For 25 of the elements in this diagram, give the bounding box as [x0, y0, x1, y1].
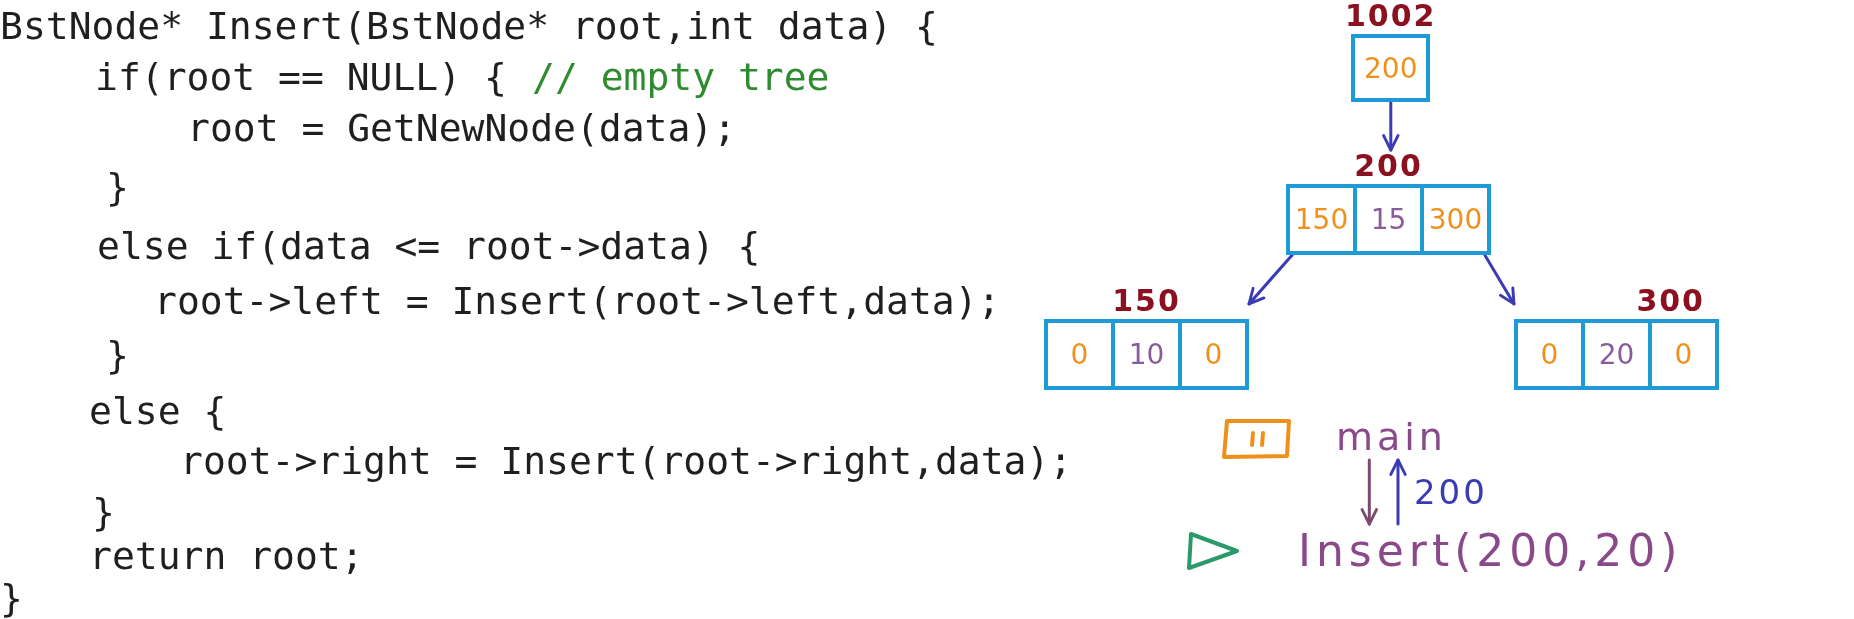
address-label: 150 — [1112, 285, 1181, 317]
code-line: root->left = Insert(root->left,data); — [154, 280, 1001, 322]
code-line: else { — [89, 390, 227, 432]
code-line: else if(data <= root->data) { — [97, 225, 761, 267]
code-line: } — [0, 577, 23, 619]
function-call-label: Insert(200,20) — [1298, 524, 1683, 577]
code-line: root->right = Insert(root->right,data); — [180, 440, 1073, 482]
code-line: BstNode* Insert(BstNode* root,int data) { — [0, 5, 938, 47]
pointer-cell: 200 — [1351, 34, 1431, 102]
code-line: } — [106, 166, 129, 208]
code-comment: // empty tree — [532, 56, 830, 98]
code-line: } — [106, 334, 129, 376]
arrow — [1360, 458, 1378, 526]
address-label: 200 — [1354, 150, 1423, 182]
code-line: } — [92, 491, 115, 533]
arrow — [1382, 100, 1400, 152]
arrow — [1247, 253, 1294, 306]
code-line: if(root == NULL) { — [95, 56, 507, 98]
arrow — [1389, 458, 1407, 526]
code-line: root = GetNewNode(data); — [187, 107, 737, 149]
arrow — [1483, 253, 1516, 306]
code-line: return root; — [89, 535, 364, 577]
address-label: 1002 — [1345, 0, 1437, 32]
address-label: 300 — [1636, 285, 1705, 317]
stack-frame-label: main — [1336, 414, 1447, 460]
